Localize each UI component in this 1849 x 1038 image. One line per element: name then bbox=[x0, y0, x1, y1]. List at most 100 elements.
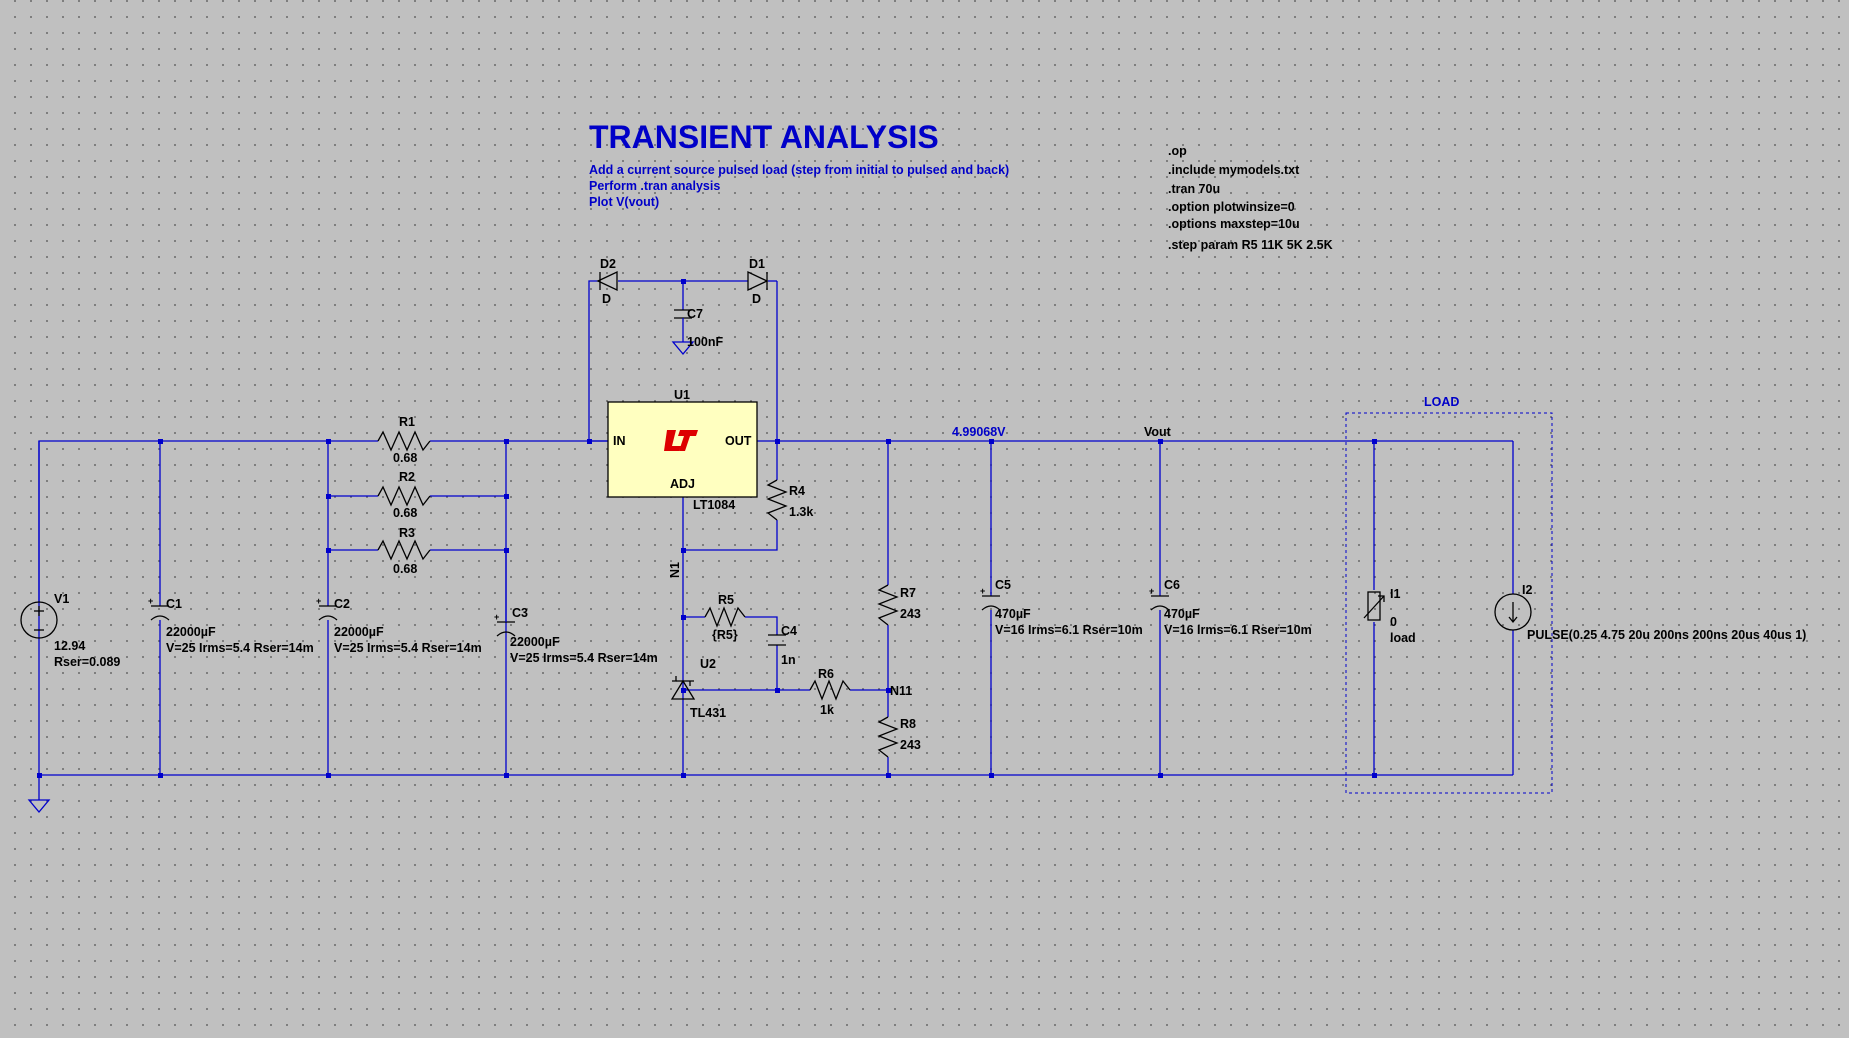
node-vout-label: Vout bbox=[1144, 425, 1172, 439]
r5-resistor[interactable] bbox=[704, 606, 746, 628]
v1-name: V1 bbox=[54, 592, 69, 606]
load-box[interactable] bbox=[1345, 412, 1553, 794]
c1-name: C1 bbox=[166, 597, 182, 611]
u1-name: U1 bbox=[674, 388, 690, 402]
comment-line-1: Add a current source pulsed load (step f… bbox=[589, 163, 1009, 177]
r8-name: R8 bbox=[900, 717, 916, 731]
r5-value: {R5} bbox=[712, 628, 738, 642]
r8-resistor[interactable] bbox=[877, 716, 899, 758]
r7-resistor[interactable] bbox=[877, 584, 899, 626]
i2-current-source[interactable] bbox=[1494, 593, 1532, 631]
i2-value: PULSE(0.25 4.75 20u 200ns 200ns 20us 40u… bbox=[1527, 628, 1806, 642]
r6-resistor[interactable] bbox=[809, 679, 851, 701]
c3-params: V=25 Irms=5.4 Rser=14m bbox=[510, 651, 658, 665]
r8-value: 243 bbox=[900, 738, 921, 752]
r4-name: R4 bbox=[789, 484, 805, 498]
c3-name: C3 bbox=[512, 606, 528, 620]
c2-params: V=25 Irms=5.4 Rser=14m bbox=[334, 641, 482, 655]
c7-name: C7 bbox=[687, 307, 703, 321]
d2-diode[interactable] bbox=[596, 270, 618, 292]
v1-voltage-source[interactable] bbox=[20, 601, 58, 639]
schematic-title: TRANSIENT ANALYSIS bbox=[589, 119, 939, 155]
c5-params: V=16 Irms=6.1 Rser=10m bbox=[995, 623, 1143, 637]
u1-pin-adj: ADJ bbox=[670, 477, 695, 491]
c4-name: C4 bbox=[781, 624, 797, 638]
svg-text:+: + bbox=[148, 596, 153, 606]
c1-capacitor[interactable]: + bbox=[148, 596, 170, 621]
node-n1-label: N1 bbox=[668, 562, 682, 578]
r7-name: R7 bbox=[900, 586, 916, 600]
r2-resistor[interactable] bbox=[377, 485, 431, 507]
c6-value: 470µF bbox=[1164, 607, 1200, 621]
u2-name: U2 bbox=[700, 657, 716, 671]
c5-capacitor[interactable]: + bbox=[980, 586, 1001, 611]
u2-part: TL431 bbox=[690, 706, 726, 720]
c6-params: V=16 Irms=6.1 Rser=10m bbox=[1164, 623, 1312, 637]
r2-value: 0.68 bbox=[393, 506, 417, 520]
svg-text:+: + bbox=[980, 586, 985, 596]
c2-capacitor[interactable]: + bbox=[316, 596, 338, 621]
u1-part: LT1084 bbox=[693, 498, 735, 512]
d1-diode[interactable] bbox=[747, 270, 769, 292]
svg-text:+: + bbox=[494, 612, 499, 622]
u2-shunt-regulator[interactable] bbox=[670, 676, 696, 700]
c2-value: 22000µF bbox=[334, 625, 384, 639]
directive-step[interactable]: .step param R5 11K 5K 2.5K bbox=[1168, 238, 1333, 252]
ground-icon[interactable] bbox=[27, 775, 51, 814]
c5-name: C5 bbox=[995, 578, 1011, 592]
wires[interactable] bbox=[38, 280, 1514, 776]
load-box-label: LOAD bbox=[1424, 395, 1459, 409]
directive-maxstep[interactable]: .options maxstep=10u bbox=[1168, 217, 1300, 231]
r6-value: 1k bbox=[820, 703, 834, 717]
c1-params: V=25 Irms=5.4 Rser=14m bbox=[166, 641, 314, 655]
c4-capacitor[interactable] bbox=[768, 634, 786, 646]
directive-plotwinsize[interactable]: .option plotwinsize=0 bbox=[1168, 200, 1295, 214]
r1-name: R1 bbox=[399, 415, 415, 429]
c7-value: 100nF bbox=[687, 335, 723, 349]
i2-name: I2 bbox=[1522, 583, 1532, 597]
r3-value: 0.68 bbox=[393, 562, 417, 576]
c2-name: C2 bbox=[334, 597, 350, 611]
v1-rser: Rser=0.089 bbox=[54, 655, 120, 669]
r1-value: 0.68 bbox=[393, 451, 417, 465]
d2-name: D2 bbox=[600, 257, 616, 271]
svg-text:+: + bbox=[316, 596, 321, 606]
r5-name: R5 bbox=[718, 593, 734, 607]
i1-current-source[interactable] bbox=[1363, 591, 1385, 621]
i1-value: 0 bbox=[1390, 615, 1397, 629]
c4-value: 1n bbox=[781, 653, 796, 667]
c7-capacitor[interactable] bbox=[671, 309, 695, 356]
r3-name: R3 bbox=[399, 526, 415, 540]
r3-resistor[interactable] bbox=[377, 539, 431, 561]
directive-op[interactable]: .op bbox=[1168, 144, 1187, 158]
d2-model: D bbox=[602, 292, 611, 306]
c6-capacitor[interactable]: + bbox=[1149, 586, 1170, 611]
r4-value: 1.3k bbox=[789, 505, 813, 519]
u1-regulator[interactable] bbox=[607, 401, 758, 498]
u1-pin-in: IN bbox=[613, 434, 626, 448]
directive-tran[interactable]: .tran 70u bbox=[1168, 182, 1220, 196]
directive-include[interactable]: .include mymodels.txt bbox=[1168, 163, 1300, 177]
r6-name: R6 bbox=[818, 667, 834, 681]
r2-name: R2 bbox=[399, 470, 415, 484]
lt-logo-icon bbox=[664, 430, 698, 451]
d1-model: D bbox=[752, 292, 761, 306]
r7-value: 243 bbox=[900, 607, 921, 621]
comment-line-2: Perform .tran analysis bbox=[589, 179, 720, 193]
d1-name: D1 bbox=[749, 257, 765, 271]
c5-value: 470µF bbox=[995, 607, 1031, 621]
r1-resistor[interactable] bbox=[377, 430, 431, 452]
i1-name: I1 bbox=[1390, 587, 1400, 601]
c6-name: C6 bbox=[1164, 578, 1180, 592]
r4-resistor[interactable] bbox=[766, 479, 788, 521]
svg-text:+: + bbox=[1149, 586, 1154, 596]
vout-measurement: 4.99068V bbox=[952, 425, 1006, 439]
comment-line-3: Plot V(vout) bbox=[589, 195, 659, 209]
c3-value: 22000µF bbox=[510, 635, 560, 649]
c1-value: 22000µF bbox=[166, 625, 216, 639]
v1-value: 12.94 bbox=[54, 639, 85, 653]
i1-extra: load bbox=[1390, 631, 1416, 645]
u1-pin-out: OUT bbox=[725, 434, 752, 448]
